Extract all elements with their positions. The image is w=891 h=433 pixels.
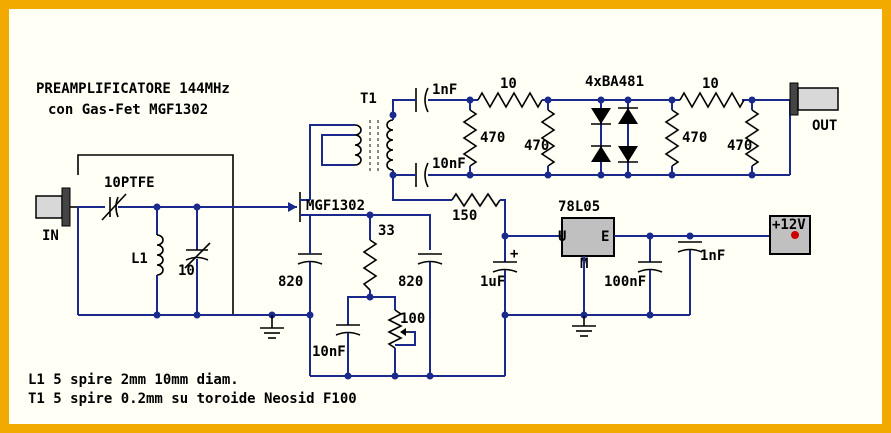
diodes-label: 4xBA481: [585, 74, 644, 90]
trimmer-capacitor: [101, 193, 127, 221]
title-line2: con Gas-Fet MGF1302: [48, 102, 208, 118]
cap-1nf-right-label: 1nF: [700, 248, 725, 264]
pot-100-label: 100: [400, 311, 425, 327]
cap-820b-label: 820: [398, 274, 423, 290]
title-line1: PREAMPLIFICATORE 144MHz: [36, 81, 230, 97]
capacitor-1nf-top: [415, 87, 429, 113]
capacitor-1nf-right: [677, 241, 703, 315]
resistor-470-c: [664, 100, 680, 175]
ground-symbol-1: [260, 315, 284, 339]
tuning-capacitor: [184, 207, 211, 315]
shield-box: [77, 154, 234, 315]
supply-terminal: [769, 215, 811, 255]
cap-10nf-bot-label: 10nF: [312, 344, 346, 360]
note-l1: L1 5 spire 2mm 10mm diam.: [28, 372, 239, 388]
potentiometer-100: [387, 309, 410, 349]
res-470a-label: 470: [480, 130, 505, 146]
resistor-33: [362, 239, 378, 291]
in-label: IN: [42, 228, 59, 244]
res-470c-label: 470: [682, 130, 707, 146]
cap-820a-label: 820: [278, 274, 303, 290]
cap-1uf-label: 1uF: [480, 274, 505, 290]
input-connector: [35, 187, 78, 227]
res-470b-label: 470: [524, 138, 549, 154]
fet-label: MGF1302: [306, 198, 365, 214]
transformer-t1: [354, 119, 394, 172]
regulator-78l05: [561, 217, 615, 257]
res-33-label: 33: [378, 223, 395, 239]
res-150-label: 150: [452, 208, 477, 224]
cap-1nf-top-label: 1nF: [432, 82, 457, 98]
gasfet-transistor: [288, 192, 310, 222]
tuning-cap-label: 10: [178, 263, 195, 279]
reg-u-label: U: [558, 229, 566, 245]
capacitor-820-b: [417, 253, 443, 265]
diode-pair-left: [591, 100, 611, 175]
note-t1: T1 5 spire 0.2mm su toroide Neosid F100: [28, 391, 357, 407]
output-connector: [789, 82, 839, 116]
diode-pair-right: [618, 100, 638, 175]
trimmer-label: 10PTFE: [104, 175, 155, 191]
reg-label: 78L05: [558, 199, 600, 215]
plus-sign: +: [510, 246, 518, 262]
capacitor-10nf-bot: [335, 324, 361, 336]
ground-symbol-2: [572, 315, 596, 337]
capacitor-1uf: [492, 236, 518, 315]
capacitor-100nf: [637, 236, 663, 315]
resistor-470-d: [744, 100, 760, 175]
coil-l1: [156, 207, 164, 315]
cap-10nf-mid-label: 10nF: [432, 156, 466, 172]
res-470d-label: 470: [727, 138, 752, 154]
cap-100nf-label: 100nF: [604, 274, 646, 290]
resistor-470-b: [540, 100, 556, 175]
capacitor-10nf-mid: [415, 162, 429, 188]
res-10a-label: 10: [500, 76, 517, 92]
supply-label: +12V: [772, 217, 806, 233]
out-label: OUT: [812, 118, 837, 134]
t1-label: T1: [360, 91, 377, 107]
l1-label: L1: [131, 251, 148, 267]
reg-e-label: E: [601, 229, 609, 245]
res-10b-label: 10: [702, 76, 719, 92]
resistor-470-a: [462, 100, 478, 175]
